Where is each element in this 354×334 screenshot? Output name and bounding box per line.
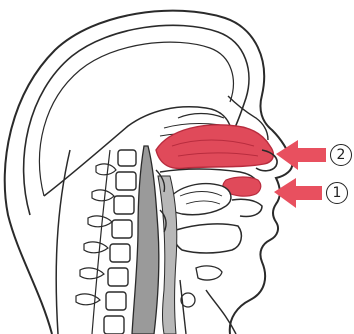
vertebra-c1 (118, 150, 136, 166)
callout-2-label: 2 (330, 144, 352, 166)
vertebra-t1 (104, 316, 124, 334)
mandible (174, 224, 241, 253)
vertebra-c6 (108, 268, 128, 286)
vertebra-c4 (112, 220, 132, 238)
arrow-1 (274, 178, 322, 208)
vertebra-c7 (106, 292, 126, 310)
callout-1-label: 1 (326, 182, 348, 204)
vertebra-c5 (110, 244, 130, 262)
vertebra-c3 (114, 196, 134, 214)
hyoid (196, 266, 222, 280)
vertebra-c2 (116, 172, 136, 190)
